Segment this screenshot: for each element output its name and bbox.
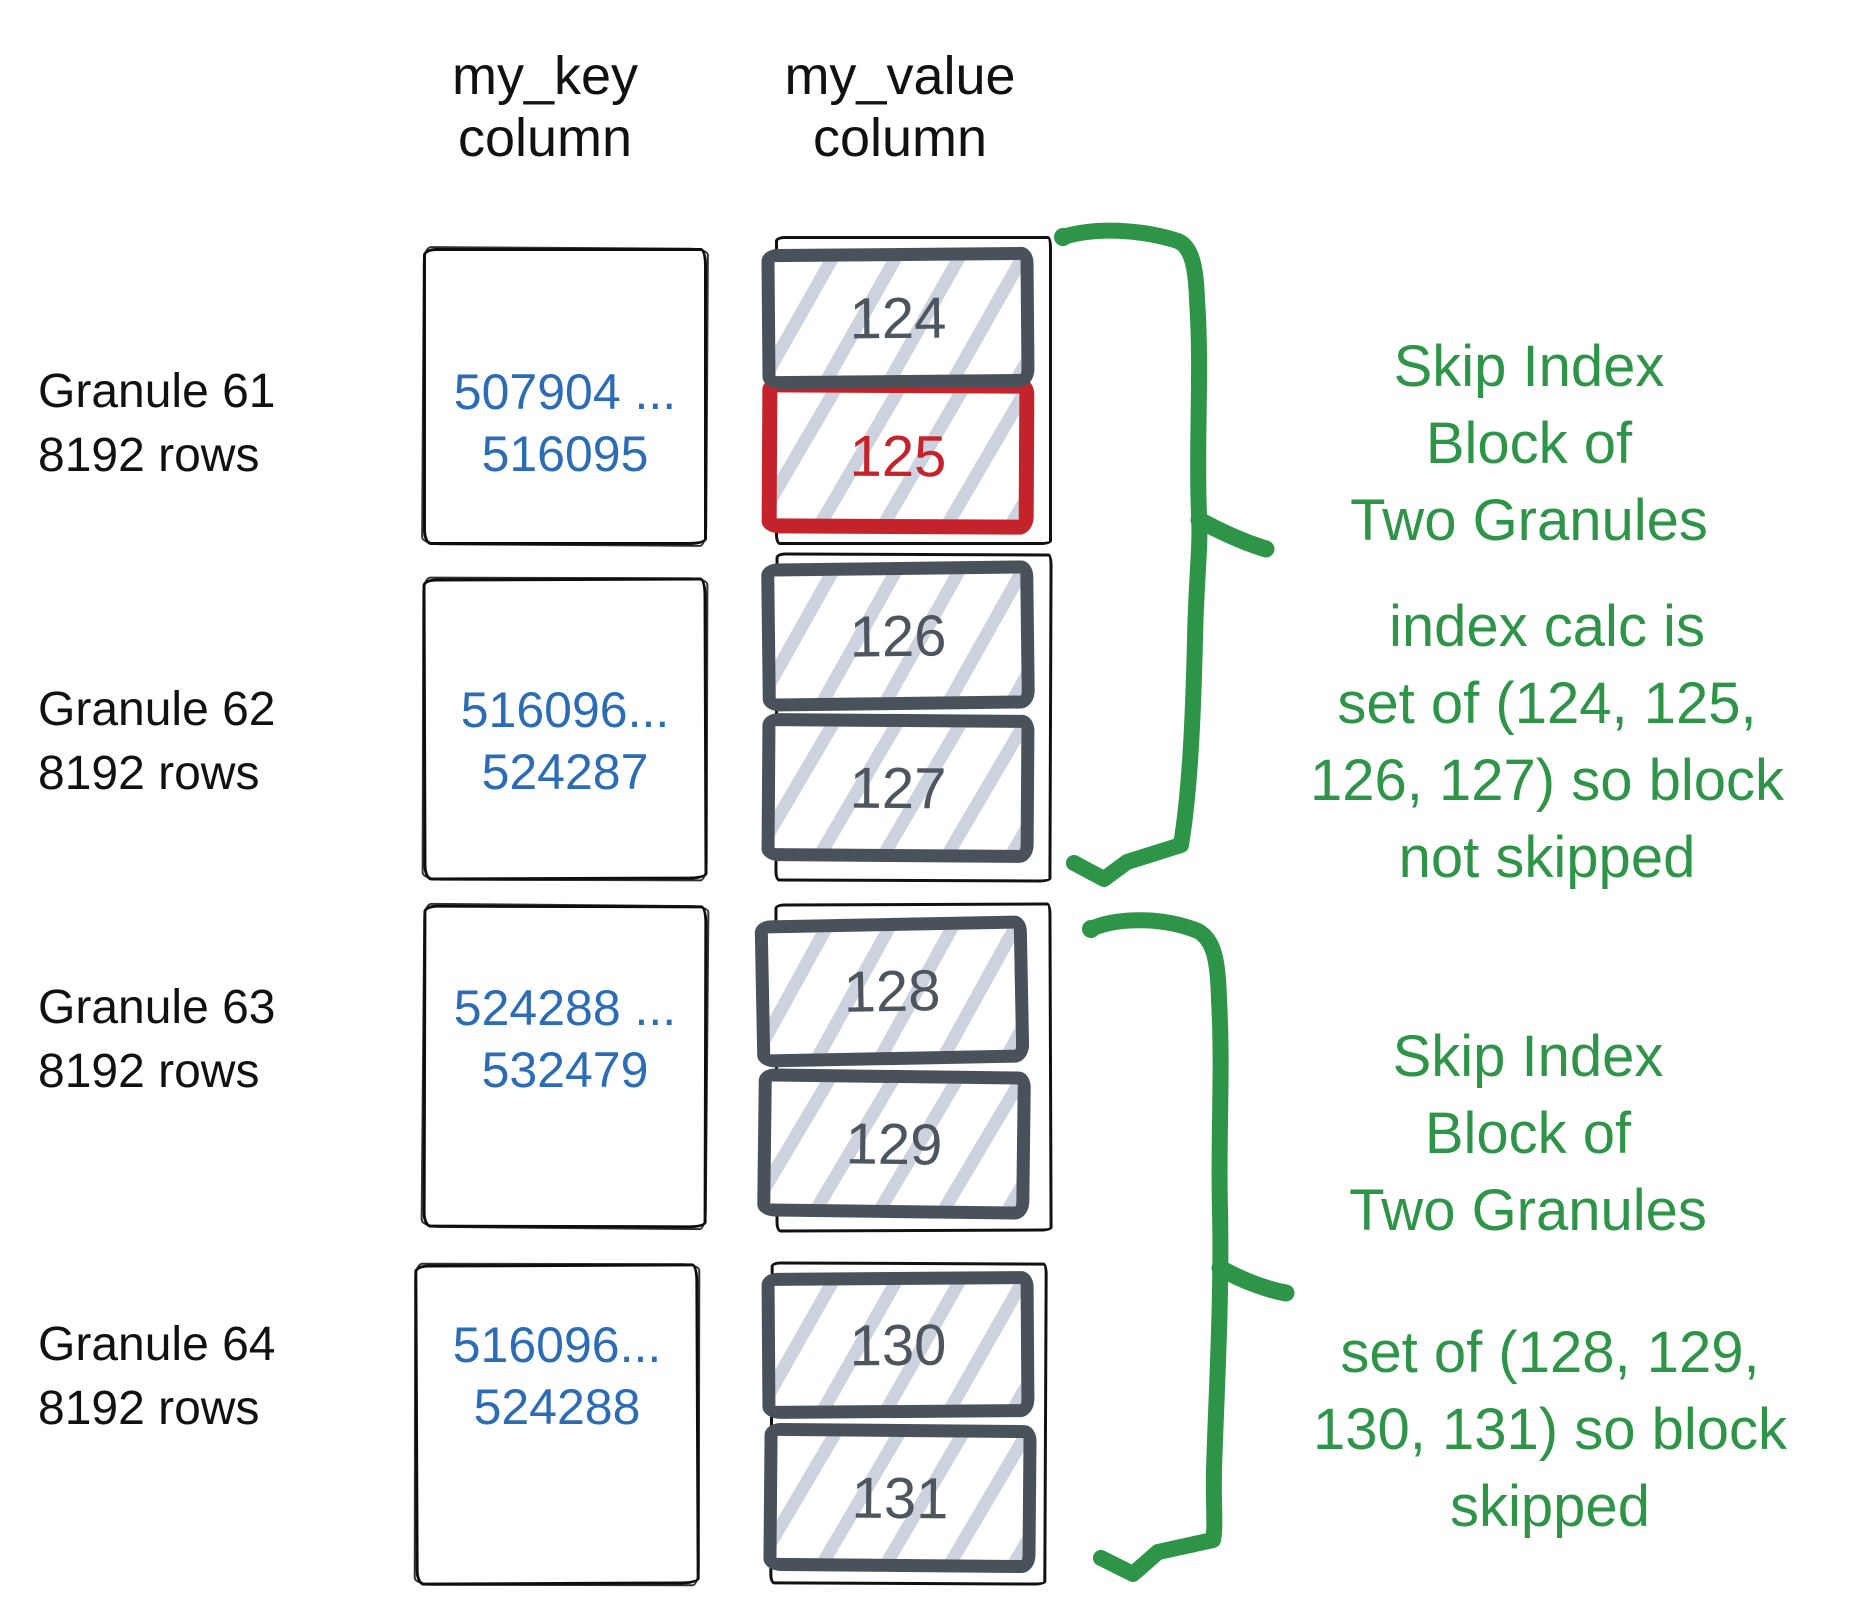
annotation-3-line3: Two Granules — [1349, 1178, 1707, 1243]
brace-2-mid-tick — [1211, 1259, 1295, 1302]
granule-62-key-min: 516096... — [460, 682, 670, 738]
my-key-header-line2: column — [457, 108, 633, 168]
granule-61-name: Granule 61 — [38, 365, 276, 418]
granule-61-key-range: 507904 ... 516095 — [415, 361, 715, 485]
brace-2-tick-blob — [1278, 1285, 1294, 1301]
granule-61-key-max: 516095 — [481, 426, 649, 482]
granule-62-key-max: 524287 — [481, 744, 649, 800]
annotation-4-line3: skipped — [1450, 1474, 1650, 1539]
annotation-1-line1: Skip Index — [1393, 334, 1665, 399]
brace-2-start-blob — [1082, 920, 1100, 938]
annotation-3-line2: Block of — [1424, 1101, 1632, 1166]
granule-63-key-range: 524288 ... 532479 — [415, 977, 715, 1101]
granule-62-key-range: 516096... 524287 — [415, 679, 715, 803]
granule-61-rows: 8192 rows — [38, 429, 260, 482]
annotation-skip-index-block-1: Skip Index Block of Two Granules — [1179, 328, 1859, 559]
granule-61-label: Granule 61 8192 rows — [38, 360, 368, 488]
value-block-127: 127 — [761, 713, 1035, 863]
granule-62-name: Granule 62 — [38, 683, 276, 736]
value-block-126: 126 — [761, 560, 1035, 712]
granule-64-rows: 8192 rows — [38, 1382, 260, 1435]
value-block-130: 130 — [761, 1271, 1035, 1419]
brace-1-end-blob — [1066, 855, 1082, 871]
value-block-129: 129 — [757, 1068, 1031, 1220]
granule-63-label: Granule 63 8192 rows — [38, 976, 368, 1104]
annotation-2-line1: index calc is — [1389, 594, 1705, 659]
granule-62-label: Granule 62 8192 rows — [38, 678, 368, 806]
annotation-1-line2: Block of — [1425, 411, 1633, 476]
granule-64-key-min: 516096... — [452, 1317, 662, 1373]
value-block-131: 131 — [763, 1422, 1037, 1574]
brace-2-end-blob — [1093, 1550, 1109, 1566]
my-key-column-header: my_key column — [345, 45, 745, 169]
value-block-124: 124 — [761, 246, 1035, 390]
granule-61-key-min: 507904 ... — [453, 364, 677, 420]
granule-63-rows: 8192 rows — [38, 1045, 260, 1098]
granule-64-key-max: 524288 — [473, 1379, 641, 1435]
granule-64-name: Granule 64 — [38, 1318, 276, 1371]
granule-62-rows: 8192 rows — [38, 747, 260, 800]
value-block-131-label: 131 — [851, 1465, 949, 1531]
value-block-124-label: 124 — [849, 285, 947, 351]
value-block-128-label: 128 — [842, 958, 942, 1025]
annotation-2-line2: set of (124, 125, — [1337, 671, 1757, 736]
value-block-125-label: 125 — [849, 423, 947, 489]
annotation-1-line3: Two Granules — [1350, 488, 1708, 553]
value-block-127-label: 127 — [849, 755, 947, 821]
granule-64-label: Granule 64 8192 rows — [38, 1313, 368, 1441]
value-block-126-label: 126 — [849, 602, 947, 670]
granule-64-key-range: 516096... 524288 — [407, 1314, 707, 1438]
annotation-set-skipped: set of (128, 129, 130, 131) so block ski… — [1240, 1314, 1859, 1545]
granule-63-name: Granule 63 — [38, 981, 276, 1034]
granule-61-key-box — [423, 248, 707, 545]
value-block-125-highlighted: 125 — [761, 377, 1035, 535]
my-value-header-line1: my_value — [784, 46, 1016, 106]
value-block-128: 128 — [754, 915, 1030, 1068]
annotation-4-line2: 130, 131) so block — [1313, 1397, 1787, 1462]
annotation-4-line1: set of (128, 129, — [1340, 1320, 1760, 1385]
granule-63-key-max: 532479 — [481, 1042, 649, 1098]
my-key-header-line1: my_key — [451, 46, 639, 106]
my-value-column-header: my_value column — [700, 45, 1100, 169]
brace-1-start-blob — [1054, 228, 1072, 246]
annotation-2-line4: not skipped — [1398, 825, 1696, 890]
annotation-3-line1: Skip Index — [1392, 1024, 1664, 1089]
value-block-129-label: 129 — [845, 1110, 943, 1178]
granule-63-key-min: 524288 ... — [453, 980, 677, 1036]
annotation-2-line3: 126, 127) so block — [1310, 748, 1784, 813]
value-block-130-label: 130 — [849, 1312, 947, 1378]
annotation-skip-index-block-2: Skip Index Block of Two Granules — [1178, 1018, 1859, 1249]
annotation-index-calc-not-skipped: index calc is set of (124, 125, 126, 127… — [1237, 588, 1857, 896]
my-value-header-line2: column — [812, 108, 988, 168]
